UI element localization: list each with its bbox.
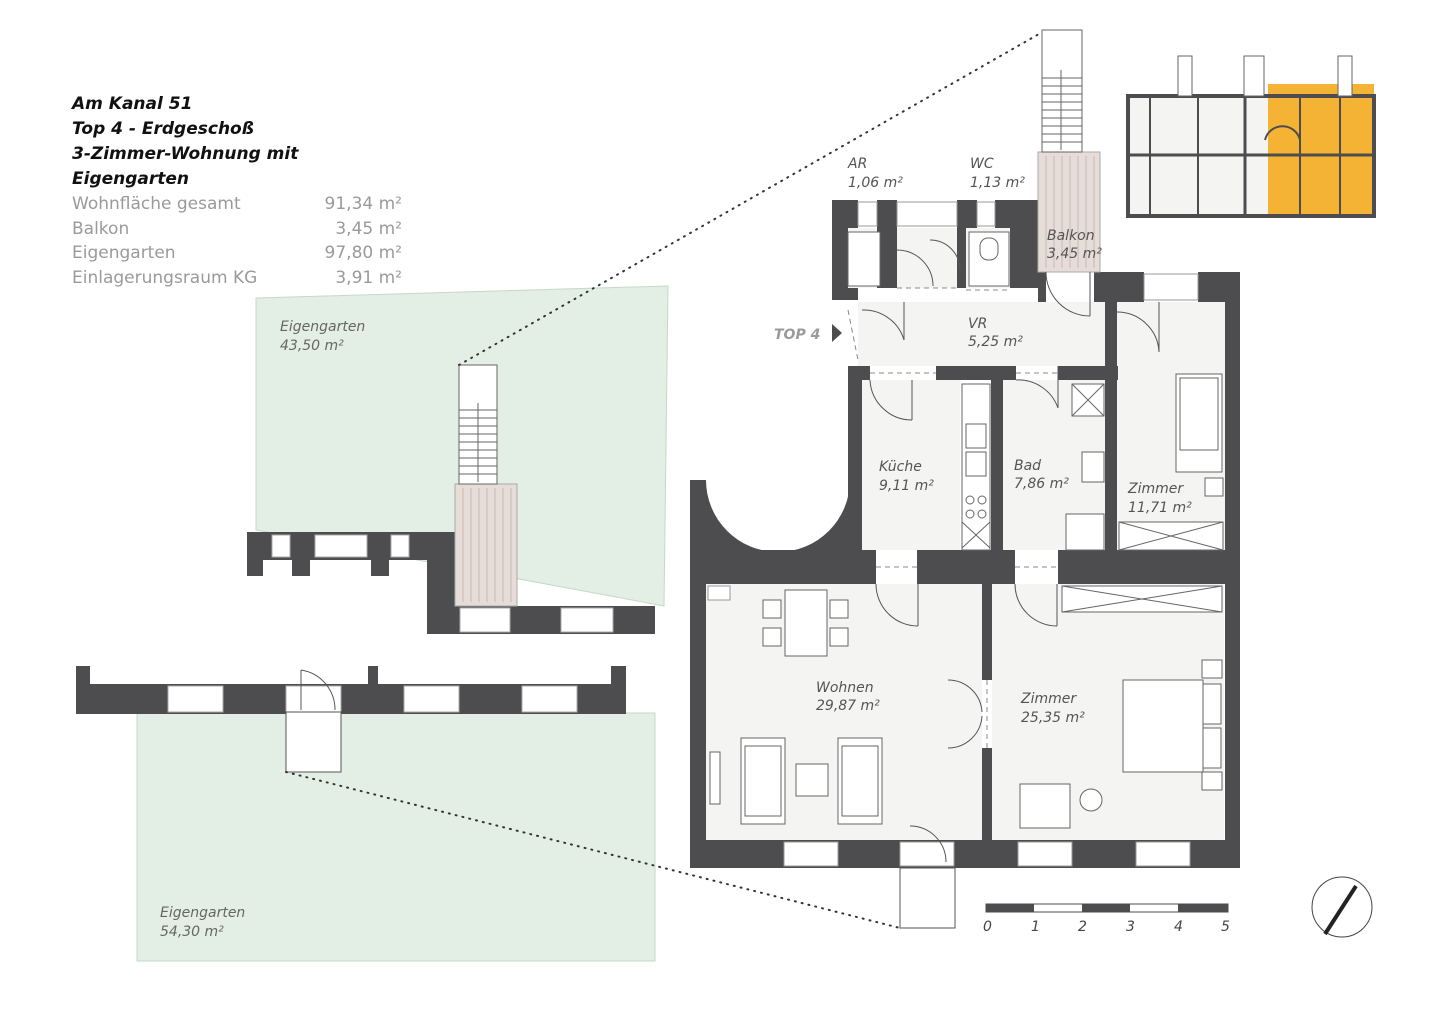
area-value: 97,80 m² bbox=[324, 243, 402, 263]
balcony-small bbox=[454, 483, 518, 607]
room-name-bad: Bad bbox=[1014, 458, 1041, 474]
room-name-wohnen: Wohnen bbox=[816, 680, 874, 696]
room-area-balkon: 3,45 m² bbox=[1047, 246, 1102, 262]
scale-label: 2 bbox=[1078, 919, 1087, 935]
scale-label: 3 bbox=[1126, 919, 1135, 935]
room-name-kueche: Küche bbox=[879, 459, 922, 475]
garden-upper-name: Eigengarten bbox=[280, 319, 365, 335]
entrance-label: TOP 4 bbox=[774, 327, 820, 343]
stair-main bbox=[1041, 29, 1083, 153]
room-area-bad: 7,86 m² bbox=[1014, 476, 1069, 492]
room-area-kueche: 9,11 m² bbox=[879, 478, 934, 494]
entrance-arrow-icon bbox=[832, 324, 842, 342]
balcony-main bbox=[1037, 151, 1101, 273]
door-leaves bbox=[903, 272, 1160, 626]
walls bbox=[690, 200, 1240, 868]
garden-lower-name: Eigengarten bbox=[160, 905, 245, 921]
room-name-wc: WC bbox=[970, 156, 994, 172]
scale-label: 1 bbox=[1031, 919, 1040, 935]
room-area-vr: 5,25 m² bbox=[968, 334, 1023, 350]
area-label: Wohnfläche gesamt bbox=[72, 194, 241, 214]
terrace-entry bbox=[899, 867, 956, 929]
courtyard-curve bbox=[706, 480, 850, 552]
area-row: Eigengarten 97,80 m² bbox=[72, 241, 402, 266]
room-area-wc: 1,13 m² bbox=[970, 175, 1025, 191]
garden-entry-platform bbox=[285, 711, 342, 773]
unit-info: Am Kanal 51 Top 4 - Erdgeschoß 3-Zimmer-… bbox=[72, 92, 402, 290]
courtyard bbox=[706, 470, 848, 541]
room-name-vr: VR bbox=[968, 316, 987, 332]
project-title: Am Kanal 51 bbox=[72, 94, 193, 114]
area-value: 91,34 m² bbox=[324, 194, 402, 214]
area-row: Einlagerungsraum KG 3,91 m² bbox=[72, 266, 402, 291]
balcony-main-hatching bbox=[1045, 156, 1095, 268]
thresholds bbox=[847, 287, 1058, 748]
room-area-wohnen: 29,87 m² bbox=[816, 698, 880, 714]
left-upper-windows bbox=[271, 534, 614, 633]
scale-label: 5 bbox=[1221, 919, 1230, 935]
door-swings bbox=[861, 239, 1160, 863]
garden-door-swing bbox=[300, 669, 336, 711]
scale-label: 4 bbox=[1174, 919, 1183, 935]
scale-label: 0 bbox=[983, 919, 992, 935]
unit-type-title: 3-Zimmer-Wohnung mit Eigengarten bbox=[72, 144, 299, 189]
room-name-zimmer-small: Zimmer bbox=[1127, 481, 1184, 497]
north-arrow-icon bbox=[1311, 876, 1373, 938]
garden-upper-area: 43,50 m² bbox=[280, 338, 344, 354]
area-row: Wohnfläche gesamt 91,34 m² bbox=[72, 192, 402, 217]
stair-small-steps bbox=[459, 403, 497, 482]
area-label: Einlagerungsraum KG bbox=[72, 267, 258, 288]
room-area-zimmer-small: 11,71 m² bbox=[1128, 500, 1192, 516]
area-row: Balkon 3,45 m² bbox=[72, 217, 402, 242]
garden-lower-area: 54,30 m² bbox=[160, 924, 224, 940]
area-value: 3,91 m² bbox=[335, 267, 402, 288]
room-labels: AR 1,06 m² WC 1,13 m² Balkon 3,45 m² VR … bbox=[160, 156, 1192, 940]
area-label: Eigengarten bbox=[72, 243, 176, 263]
furniture bbox=[709, 231, 1224, 829]
windows bbox=[707, 201, 1199, 867]
scale-bar: 0 1 2 3 4 5 bbox=[983, 903, 1230, 935]
garden-lower bbox=[136, 712, 656, 962]
detail-connector-lines bbox=[285, 29, 1047, 929]
balcony-small-hatching bbox=[462, 488, 512, 602]
room-area-zimmer-large: 25,35 m² bbox=[1021, 710, 1085, 726]
stair-main-steps bbox=[1042, 70, 1082, 150]
room-name-zimmer-large: Zimmer bbox=[1020, 691, 1077, 707]
room-name-balkon: Balkon bbox=[1047, 228, 1095, 244]
room-area-ar: 1,06 m² bbox=[848, 175, 903, 191]
room-name-ar: AR bbox=[847, 156, 867, 172]
area-label: Balkon bbox=[72, 218, 130, 239]
area-value: 3,45 m² bbox=[335, 218, 402, 239]
left-lower-windows bbox=[167, 685, 578, 713]
key-plan bbox=[1126, 55, 1376, 218]
unit-title: Top 4 - Erdgeschoß bbox=[72, 119, 254, 139]
